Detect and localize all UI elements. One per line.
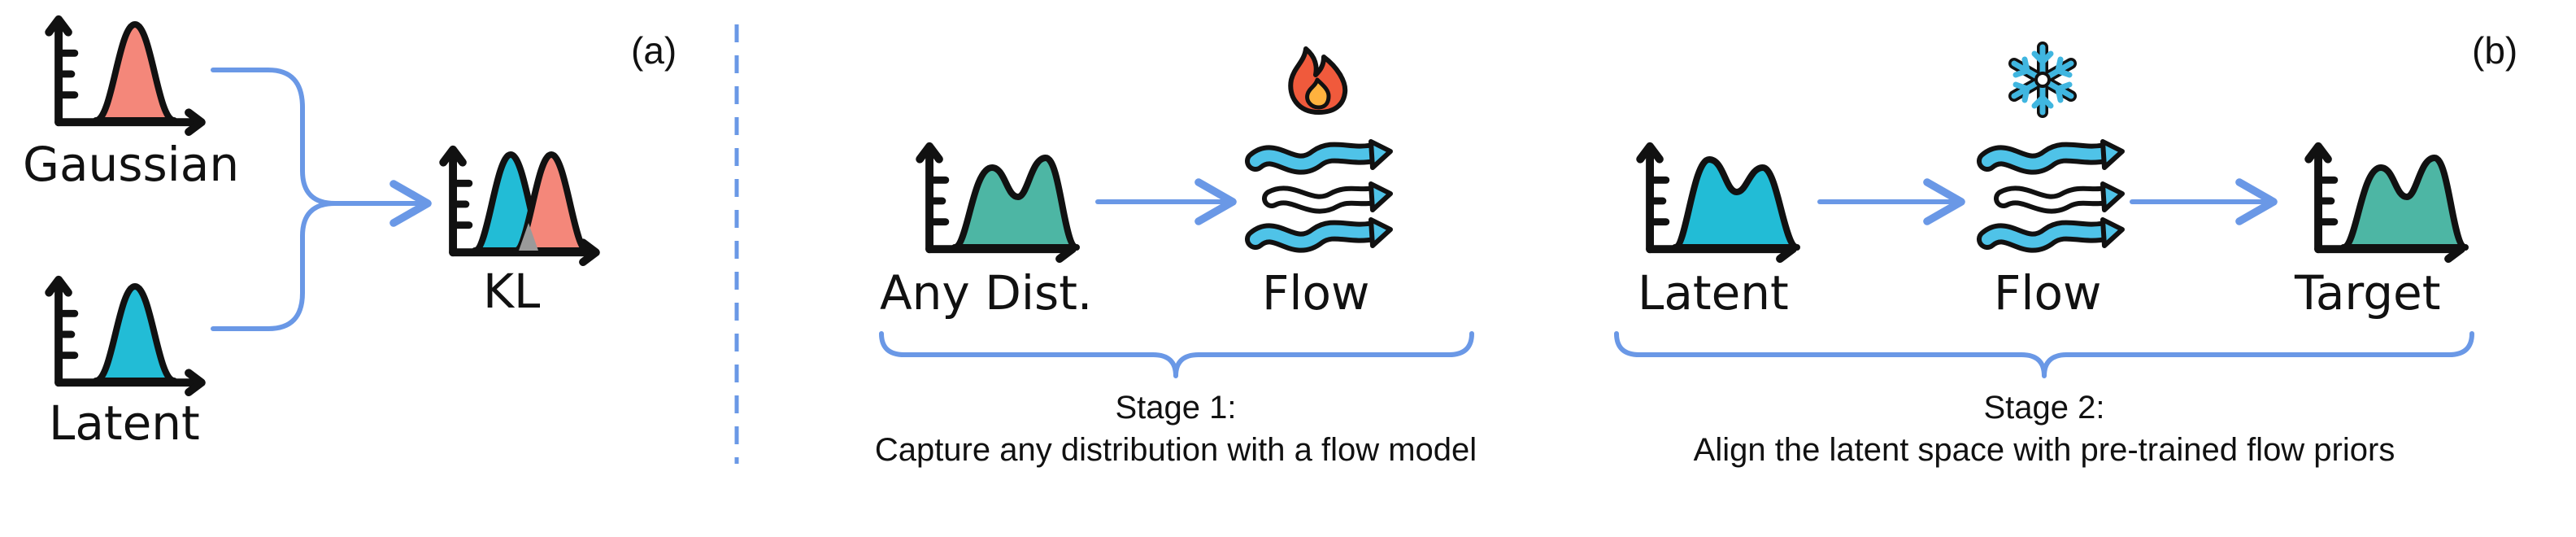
panel-b: (b) Any Dist.	[875, 29, 2517, 468]
flow-icon	[1245, 139, 1393, 253]
any-distribution-label: Any Dist.	[880, 265, 1092, 321]
target-label: Target	[2294, 265, 2440, 321]
snowflake-icon	[2008, 41, 2077, 118]
stage2-caption-title: Stage 2:	[1983, 390, 2104, 426]
target-distribution-icon	[2308, 146, 2469, 259]
panel-a-label: (a)	[631, 29, 677, 72]
stage-2: Latent	[1614, 41, 2474, 468]
latent-label: Latent	[49, 395, 200, 451]
kl-label: KL	[483, 264, 540, 319]
gaussian-connector	[211, 68, 432, 227]
stage2-latent-label: Latent	[1638, 265, 1789, 321]
fire-icon	[1288, 46, 1348, 115]
stage2-flow-icon	[1977, 139, 2125, 253]
stage2-caption-text: Align the latent space with pre-trained …	[1694, 432, 2395, 468]
kl-divergence-icon	[443, 150, 596, 262]
stage2-latent-distribution-icon	[1640, 146, 1800, 259]
stage1-flow-label: Flow	[1262, 265, 1369, 321]
gaussian-label: Gaussian	[23, 137, 239, 192]
stage1-caption-text: Capture any distribution with a flow mod…	[875, 432, 1477, 468]
stage2-flow-label: Flow	[1994, 265, 2101, 321]
stage1-caption-title: Stage 1:	[1115, 390, 1236, 426]
stage1-brace	[879, 331, 1474, 378]
gaussian-distribution-icon	[49, 20, 202, 132]
panel-b-label: (b)	[2472, 29, 2517, 72]
stage2-brace	[1614, 331, 2474, 378]
stage-1: Any Dist. Flow Stage	[875, 46, 1477, 468]
any-distribution-icon	[920, 146, 1080, 259]
latent-distribution-icon	[49, 280, 202, 392]
panel-a: (a) Gaussian Latent KL	[23, 20, 677, 451]
latent-connector	[211, 201, 337, 331]
